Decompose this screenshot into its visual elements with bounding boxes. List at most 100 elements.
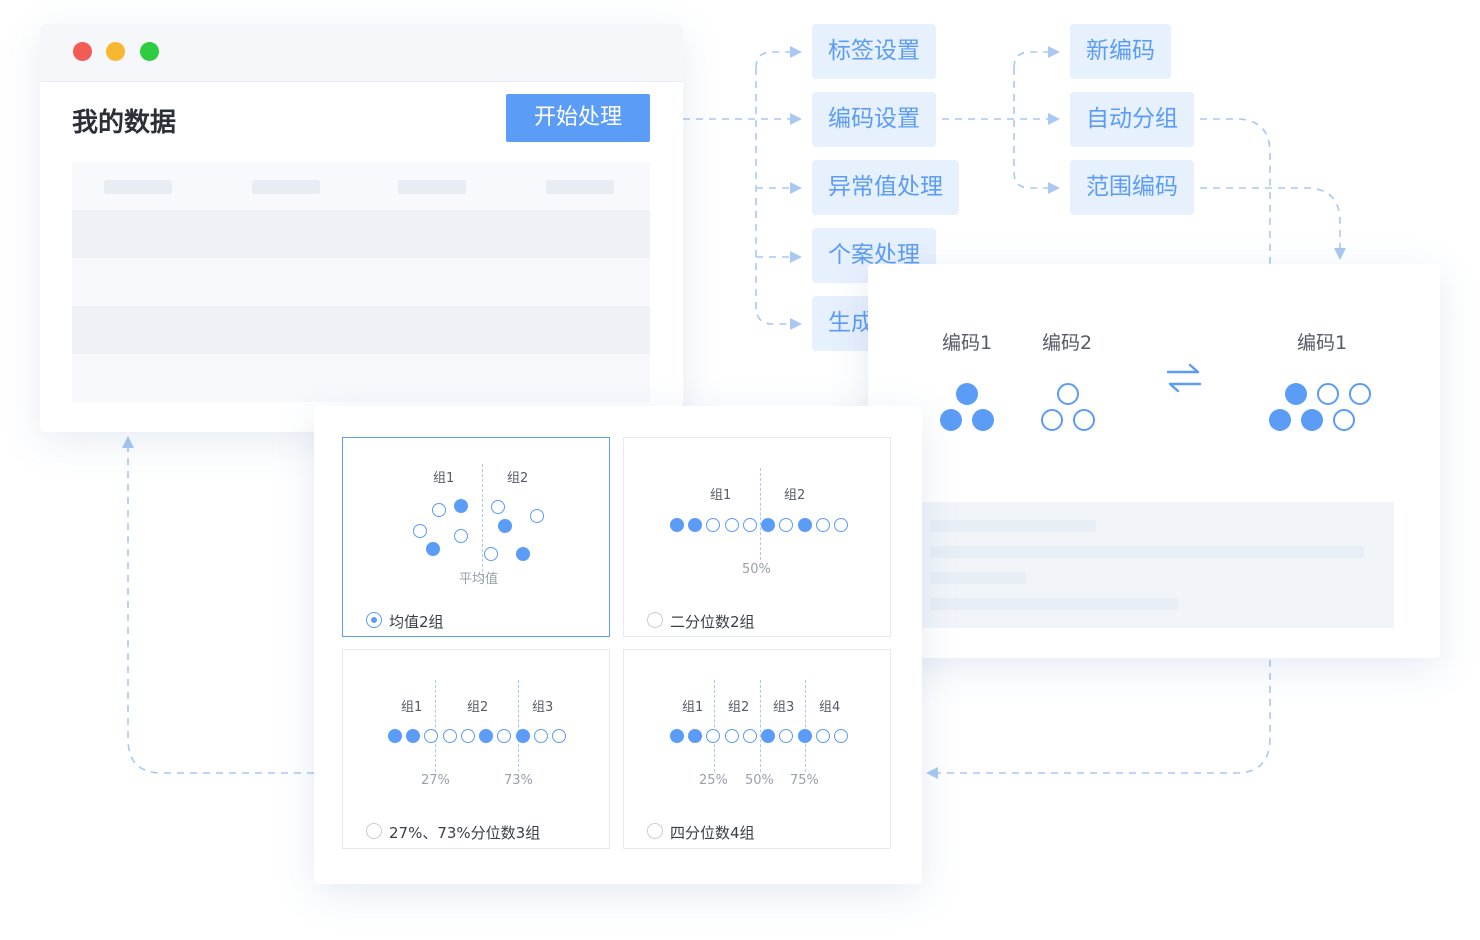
radio-button[interactable] <box>647 612 663 628</box>
percentile-label: 50% <box>742 562 771 577</box>
data-point <box>406 729 420 743</box>
close-window-icon[interactable] <box>73 42 92 61</box>
option-label: 27%、73%分位数3组 <box>389 824 541 842</box>
outline-circle <box>1333 409 1355 431</box>
data-point <box>834 729 848 743</box>
chip-new-code[interactable]: 新编码 <box>1070 24 1171 79</box>
table-header-cell <box>398 180 466 194</box>
data-point <box>670 729 684 743</box>
median-divider <box>760 468 761 560</box>
swap-arrows-icon <box>1166 363 1202 393</box>
filled-circle <box>972 409 994 431</box>
recode-preview-box <box>920 502 1394 628</box>
data-window: 我的数据 开始处理 <box>40 24 683 432</box>
data-point <box>725 518 739 532</box>
data-point <box>516 729 530 743</box>
data-point <box>413 524 427 538</box>
data-point <box>491 500 505 514</box>
data-point <box>530 509 544 523</box>
placeholder-line <box>930 598 1178 610</box>
table-row[interactable] <box>72 210 650 258</box>
data-point <box>552 729 566 743</box>
table-header-cell <box>104 180 172 194</box>
data-point <box>798 729 812 743</box>
outline-circle <box>1317 383 1339 405</box>
quartile-divider <box>805 680 806 772</box>
filled-circle <box>1285 383 1307 405</box>
table-header-cell <box>546 180 614 194</box>
filled-circle <box>940 409 962 431</box>
placeholder-line <box>930 546 1364 558</box>
placeholder-line <box>930 572 1026 584</box>
group-label: 组2 <box>467 700 489 715</box>
filled-circle <box>1301 409 1323 431</box>
placeholder-line <box>930 520 1096 532</box>
radio-button[interactable] <box>366 823 382 839</box>
chip-range-coding[interactable]: 范围编码 <box>1070 160 1194 215</box>
group-label: 组1 <box>710 488 732 503</box>
data-point <box>743 518 757 532</box>
group-label: 组3 <box>773 700 795 715</box>
data-point <box>443 729 457 743</box>
chip-outlier-handling[interactable]: 异常值处理 <box>812 160 959 215</box>
group-label: 组1 <box>682 700 704 715</box>
group-label: 组2 <box>728 700 750 715</box>
data-point <box>834 518 848 532</box>
data-point <box>461 729 475 743</box>
radio-button[interactable] <box>366 612 382 628</box>
radio-button[interactable] <box>647 823 663 839</box>
data-point <box>534 729 548 743</box>
option-label: 四分位数4组 <box>670 824 755 842</box>
window-titlebar <box>40 24 683 82</box>
data-point <box>426 542 440 556</box>
data-point <box>761 729 775 743</box>
data-table <box>72 162 650 402</box>
data-point <box>779 518 793 532</box>
outline-circle <box>1041 409 1063 431</box>
percentile-label: 50% <box>745 773 774 788</box>
window-title: 我的数据 <box>72 108 177 138</box>
start-processing-button[interactable]: 开始处理 <box>506 94 650 142</box>
code-label-source-1: 编码1 <box>942 332 993 354</box>
chip-label-settings[interactable]: 标签设置 <box>812 24 936 79</box>
data-point <box>424 729 438 743</box>
filled-circle <box>1269 409 1291 431</box>
option-quartile-4-groups[interactable]: 组1 组2 组3 组4 25% 50% 75% 四分位数4组 <box>623 649 891 849</box>
data-point <box>706 518 720 532</box>
chip-auto-grouping[interactable]: 自动分组 <box>1070 92 1194 147</box>
mean-label: 平均值 <box>459 572 499 587</box>
group-label: 组1 <box>401 700 423 715</box>
code-label-source-2: 编码2 <box>1042 332 1093 354</box>
data-point <box>706 729 720 743</box>
group-label: 组4 <box>819 700 841 715</box>
data-point <box>497 729 511 743</box>
data-point <box>688 729 702 743</box>
percentile-divider <box>518 680 519 772</box>
quartile-divider <box>760 680 761 772</box>
data-point <box>479 729 493 743</box>
group-label: 组3 <box>532 700 554 715</box>
option-percentile-3-groups[interactable]: 组1 组2 组3 27% 73% 27%、73%分位数3组 <box>342 649 610 849</box>
option-mean-2-groups[interactable]: 组1 组2 平均值 均值2组 <box>342 437 610 637</box>
option-median-2-groups[interactable]: 组1 组2 50% 二分位数2组 <box>623 437 891 637</box>
data-point <box>761 518 775 532</box>
percentile-divider <box>435 680 436 772</box>
maximize-window-icon[interactable] <box>140 42 159 61</box>
group-label: 组2 <box>507 471 529 486</box>
percentile-label: 27% <box>421 773 450 788</box>
minimize-window-icon[interactable] <box>106 42 125 61</box>
chip-code-settings[interactable]: 编码设置 <box>812 92 936 147</box>
recode-panel: 编码1 编码2 编码1 <box>868 264 1440 658</box>
grouping-panel: 组1 组2 平均值 均值2组 组1 组2 50% 二分位数2组 <box>314 406 922 884</box>
data-point <box>688 518 702 532</box>
mean-divider <box>482 464 483 582</box>
group-label: 组1 <box>433 471 455 486</box>
data-point <box>454 529 468 543</box>
percentile-label: 75% <box>790 773 819 788</box>
code-label-target: 编码1 <box>1297 332 1348 354</box>
data-point <box>484 547 498 561</box>
option-label: 二分位数2组 <box>670 613 755 631</box>
outline-circle <box>1057 383 1079 405</box>
table-row[interactable] <box>72 306 650 354</box>
data-point <box>432 503 446 517</box>
